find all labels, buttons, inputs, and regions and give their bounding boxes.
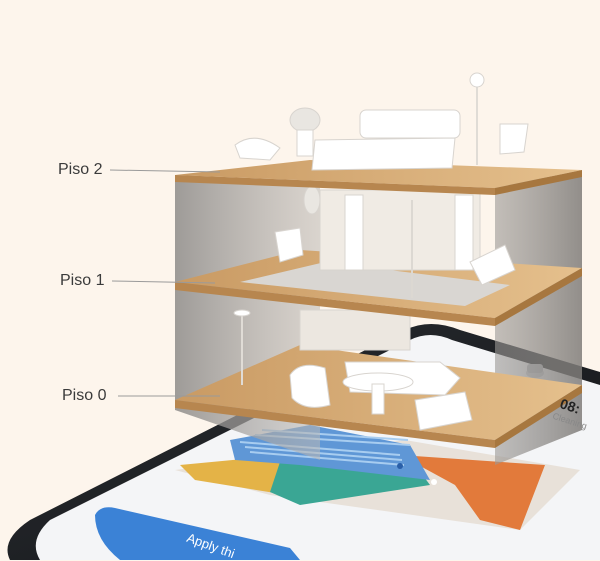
floor-label-1: Piso 1 [60, 272, 104, 290]
floor-label-0: Piso 0 [62, 387, 106, 405]
robot-position-marker [397, 463, 403, 469]
floor-2-furniture [235, 73, 528, 170]
floor-label-2: Piso 2 [58, 161, 102, 179]
dock-marker [431, 479, 437, 485]
